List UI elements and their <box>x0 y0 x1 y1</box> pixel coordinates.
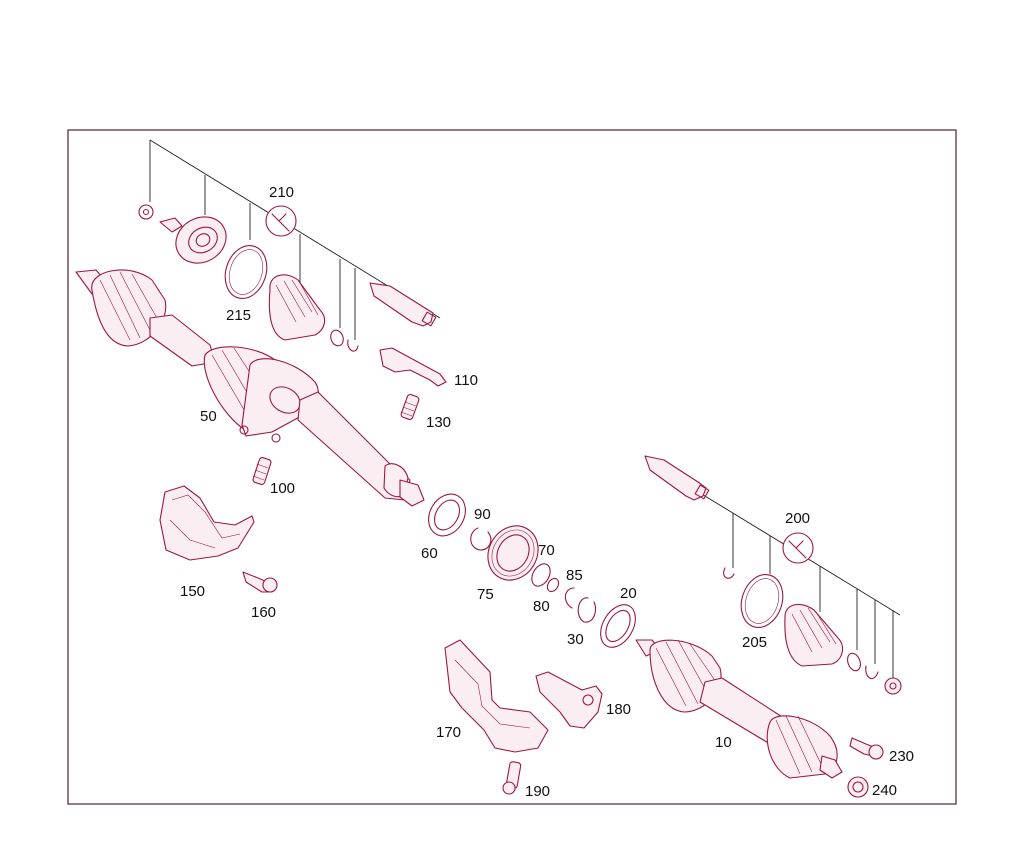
bracket-110 <box>379 347 447 387</box>
bolt-190 <box>502 761 522 795</box>
label-160: 160 <box>251 604 276 621</box>
label-215: 215 <box>226 307 251 324</box>
bolt-100 <box>252 457 272 485</box>
grease-tube-lower <box>644 455 710 501</box>
callout-labels: 210 215 110 130 50 100 150 160 90 60 70 … <box>180 184 914 800</box>
label-190: 190 <box>525 783 550 800</box>
grease-tube-upper <box>369 282 437 327</box>
o-ring-70 <box>531 563 551 587</box>
diagram-frame <box>67 129 957 805</box>
small-clamp-lower <box>847 652 879 680</box>
bolt-230 <box>849 737 884 760</box>
label-30: 30 <box>567 631 584 648</box>
label-75: 75 <box>477 586 494 603</box>
bolt-160 <box>242 571 278 593</box>
label-180: 180 <box>606 701 631 718</box>
label-90: 90 <box>474 506 491 523</box>
label-200: 200 <box>785 510 810 527</box>
label-60: 60 <box>421 545 438 562</box>
small-clamp-upper <box>330 329 359 352</box>
label-70: 70 <box>538 542 555 559</box>
label-130: 130 <box>426 414 451 431</box>
ring-80 <box>546 577 560 593</box>
circlip-85 <box>564 587 575 609</box>
nut-240 <box>847 776 869 798</box>
drive-shaft-50 <box>75 269 425 507</box>
label-85: 85 <box>566 567 583 584</box>
label-20: 20 <box>620 585 637 602</box>
boot-lower <box>784 603 844 667</box>
label-100: 100 <box>270 480 295 497</box>
label-150: 150 <box>180 583 205 600</box>
snap-ring-90 <box>470 527 492 551</box>
clamp-ring-215 <box>224 245 268 299</box>
tool-symbol-210 <box>265 205 297 237</box>
clamp-ring-205 <box>740 574 784 628</box>
bracket-170 <box>444 639 549 753</box>
label-230: 230 <box>889 748 914 765</box>
label-205: 205 <box>742 634 767 651</box>
bolt-130 <box>400 393 420 421</box>
seal-20 <box>600 604 636 648</box>
bearing-75 <box>487 525 539 581</box>
washer-part <box>138 204 154 220</box>
nut-lower <box>884 677 902 695</box>
heat-shield-150 <box>159 485 255 561</box>
label-110: 110 <box>454 372 478 389</box>
label-50: 50 <box>200 408 217 425</box>
inner-joint-part <box>159 216 227 264</box>
tool-symbol-200 <box>782 532 814 564</box>
wrench-icon <box>788 540 807 559</box>
label-240: 240 <box>872 782 897 799</box>
wrench-icon <box>271 213 290 232</box>
small-clip-lower <box>723 567 735 579</box>
label-170: 170 <box>436 724 461 741</box>
circlip-30 <box>577 597 597 623</box>
label-10: 10 <box>715 734 732 751</box>
label-80: 80 <box>533 598 550 615</box>
drive-shaft-10 <box>635 639 843 779</box>
bracket-180 <box>535 671 603 729</box>
boot-upper <box>268 274 326 341</box>
label-210: 210 <box>269 184 294 201</box>
seal-ring-60 <box>428 493 466 537</box>
